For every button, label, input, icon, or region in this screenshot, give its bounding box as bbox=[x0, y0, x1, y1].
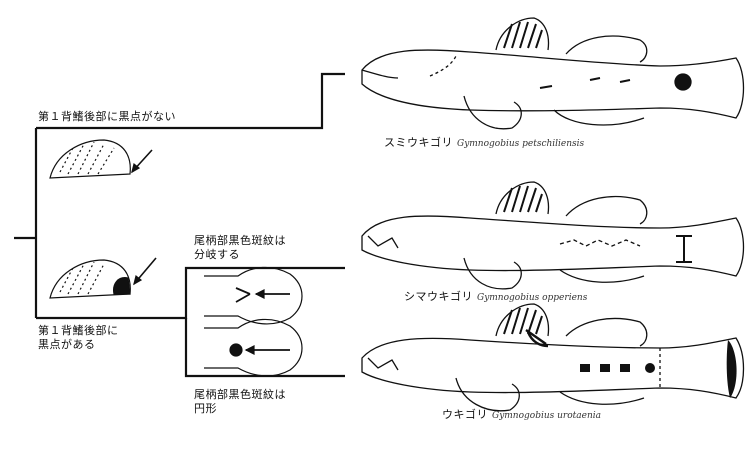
species-name-jp: スミウキゴリ bbox=[384, 136, 453, 149]
fish-shimaukigori-figure bbox=[362, 182, 744, 289]
label-caudal-round-line1: 尾柄部黒色斑紋は bbox=[194, 388, 286, 402]
label-fin-spot-line1: 第１背鰭後部に bbox=[38, 324, 119, 338]
dorsal-fin-no-spot-figure bbox=[50, 140, 152, 178]
label-fin-spot-line2: 黒点がある bbox=[38, 338, 96, 352]
dorsal-fin-spot-figure bbox=[50, 258, 156, 298]
label-caudal-split-line2: 分岐する bbox=[194, 248, 240, 262]
species-caption-ukigori: ウキゴリ Gymnogobius urotaenia bbox=[442, 408, 601, 423]
label-caudal-split-line1: 尾柄部黒色斑紋は bbox=[194, 234, 286, 248]
fish-sumiukigori-figure bbox=[362, 18, 744, 129]
species-caption-sumiukigori: スミウキゴリ Gymnogobius petschiliensis bbox=[384, 136, 584, 151]
fish-ukigori-figure bbox=[362, 304, 744, 411]
label-fin-no-spot: 第１背鰭後部に黒点がない bbox=[38, 110, 176, 124]
species-caption-shimaukigori: シマウキゴリ Gymnogobius opperiens bbox=[404, 290, 587, 305]
species-name-jp: ウキゴリ bbox=[442, 408, 488, 421]
species-name-sci: Gymnogobius opperiens bbox=[477, 293, 587, 303]
caudal-split-figure bbox=[204, 267, 302, 324]
species-name-jp: シマウキゴリ bbox=[404, 290, 473, 303]
species-name-sci: Gymnogobius urotaenia bbox=[492, 411, 601, 421]
caudal-round-figure bbox=[204, 319, 302, 376]
branch-to-shimaukigori bbox=[36, 268, 345, 318]
branch-to-ukigori bbox=[186, 318, 345, 376]
label-caudal-round-line2: 円形 bbox=[194, 402, 217, 416]
species-name-sci: Gymnogobius petschiliensis bbox=[457, 139, 584, 149]
